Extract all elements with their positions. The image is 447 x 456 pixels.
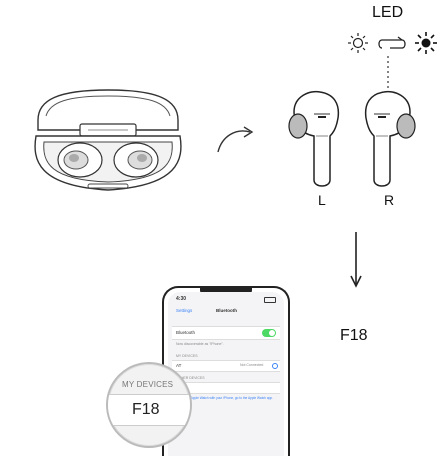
cycle-icon [378, 36, 406, 49]
info-icon[interactable] [272, 363, 278, 369]
device-name-label: F18 [340, 327, 368, 344]
magnifier-divider-bottom [108, 425, 190, 426]
right-earbud-label: R [384, 192, 395, 208]
charging-case-illustration [34, 89, 182, 191]
down-arrow-icon [350, 232, 362, 288]
status-time: 4:30 [176, 296, 187, 302]
footer-note: To pair an Apple Watch with your iPhone,… [176, 396, 274, 400]
left-earbud-label: L [318, 192, 326, 208]
led-label: LED [372, 4, 404, 21]
left-earbud-illustration [288, 90, 340, 187]
right-earbud-illustration [364, 90, 416, 187]
nav-title: Bluetooth [216, 308, 237, 313]
bluetooth-toggle[interactable] [262, 329, 276, 337]
bluetooth-row-label: Bluetooth [176, 330, 196, 335]
case-left-earbud [57, 142, 103, 178]
device-row-status: Not Connected [240, 363, 264, 367]
magnifier-device-label: F18 [132, 401, 160, 418]
device-row[interactable]: AT Not Connected [172, 360, 280, 372]
device-row-name: AT [176, 363, 182, 368]
magnifier-section-label: MY DEVICES [122, 380, 174, 389]
phone-screen: 4:30 Settings Bluetooth Bluetooth Now di… [168, 292, 284, 456]
other-devices-row [172, 382, 280, 394]
case-lid [37, 89, 179, 131]
bluetooth-row: Bluetooth [172, 326, 280, 340]
discoverable-note: Now discoverable as "iPhone". [176, 342, 224, 346]
case-right-earbud [113, 142, 159, 178]
curved-arrow-icon [217, 126, 254, 153]
battery-icon [264, 297, 276, 303]
sun-dim-icon [348, 33, 368, 53]
section-other-devices: OTHER DEVICES [176, 376, 205, 380]
section-my-devices: MY DEVICES [176, 354, 198, 358]
magnifier-device-row: F18 [108, 395, 190, 425]
sun-bright-icon [415, 32, 437, 54]
nav-back-link[interactable]: Settings [176, 308, 193, 313]
led-indicator-row [348, 32, 437, 54]
magnifier-callout: MY DEVICES F18 [106, 362, 192, 448]
magnifier-divider [108, 394, 190, 395]
toggle-knob [269, 330, 275, 336]
